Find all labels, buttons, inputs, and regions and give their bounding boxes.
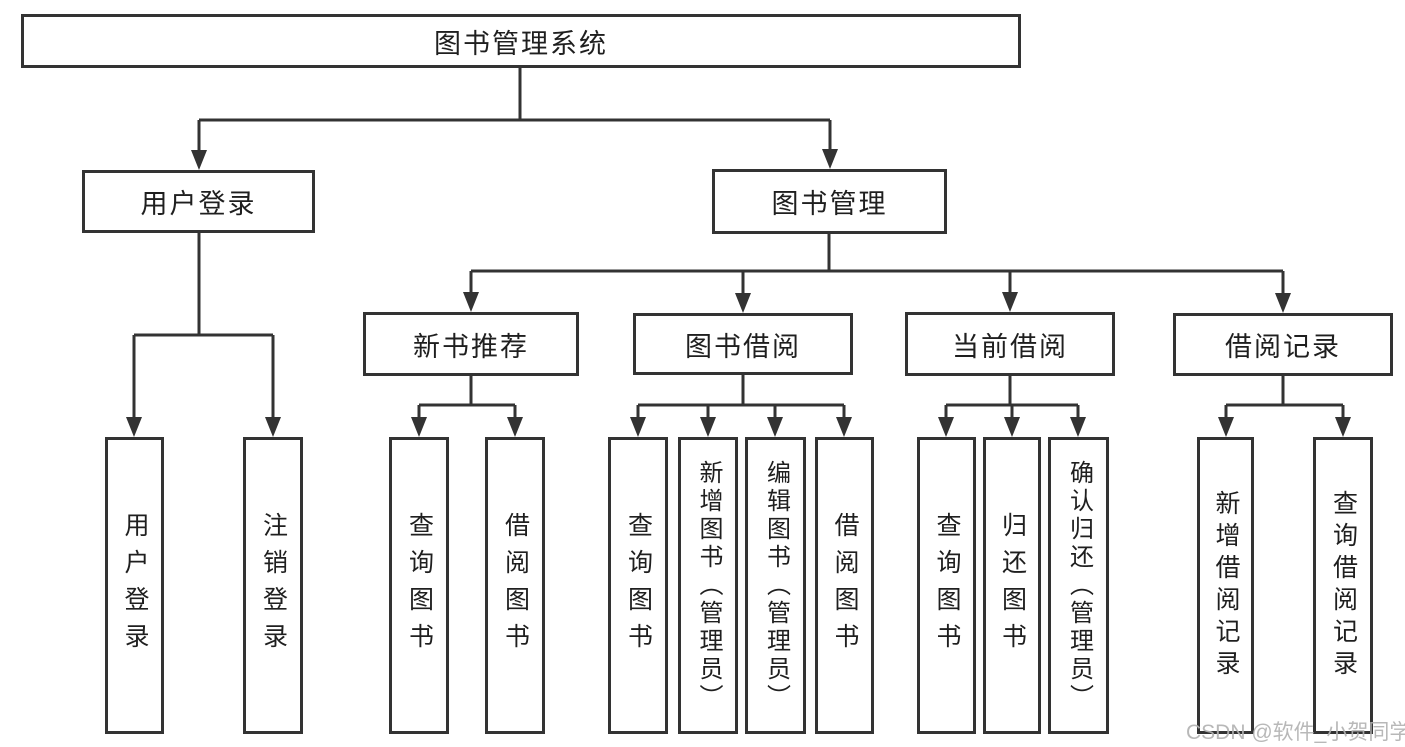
node-label: 用户登录 — [140, 189, 257, 219]
down-arrowhead-icon — [265, 417, 281, 437]
down-arrowhead-icon — [822, 149, 838, 169]
leaf-label: 注销登录 — [259, 511, 288, 660]
leaf-label: 查询借阅记录 — [1329, 489, 1358, 682]
node-current-borrowing: 当前借阅 — [905, 312, 1115, 376]
node-label: 图书管理系统 — [434, 28, 608, 59]
leaf-label: 编辑图书（管理员） — [762, 459, 790, 712]
leaf-label: 查询图书 — [405, 511, 434, 660]
node-label: 新书推荐 — [413, 331, 529, 362]
leaf-borrow-books: 借阅图书 — [815, 437, 874, 734]
down-arrowhead-icon — [1070, 417, 1086, 437]
leaf-return-books: 归还图书 — [983, 437, 1041, 734]
down-arrowhead-icon — [700, 417, 716, 437]
leaf-label: 确认归还（管理员） — [1065, 459, 1093, 712]
leaf-add-books-admin: 新增图书（管理员） — [678, 437, 738, 734]
down-arrowhead-icon — [191, 150, 207, 170]
leaf-label: 用户登录 — [121, 511, 149, 660]
down-arrowhead-icon — [630, 417, 646, 437]
leaf-query-books-borrowing: 查询图书 — [608, 437, 668, 734]
down-arrowhead-icon — [767, 417, 783, 437]
node-book-borrowing: 图书借阅 — [633, 313, 853, 375]
down-arrowhead-icon — [411, 417, 427, 437]
leaf-label: 查询图书 — [624, 511, 653, 660]
down-arrowhead-icon — [126, 417, 142, 437]
node-library-system: 图书管理系统 — [21, 14, 1021, 68]
node-label: 借阅记录 — [1225, 332, 1341, 362]
leaf-label: 查询图书 — [933, 511, 961, 660]
leaf-query-borrow-record: 查询借阅记录 — [1313, 437, 1373, 734]
leaf-add-borrow-record: 新增借阅记录 — [1197, 437, 1254, 734]
leaf-label: 归还图书 — [998, 511, 1027, 660]
down-arrowhead-icon — [463, 292, 479, 312]
down-arrowhead-icon — [1335, 417, 1351, 437]
node-borrowing-records: 借阅记录 — [1173, 313, 1393, 376]
down-arrowhead-icon — [836, 417, 852, 437]
down-arrowhead-icon — [1275, 293, 1291, 313]
node-book-management: 图书管理 — [712, 169, 947, 234]
leaf-logout: 注销登录 — [243, 437, 303, 734]
down-arrowhead-icon — [735, 293, 751, 313]
csdn-watermark: CSDN @软件_小贺同学 — [1186, 721, 1405, 744]
leaf-edit-books-admin: 编辑图书（管理员） — [745, 437, 806, 734]
leaf-label: 新增图书（管理员） — [695, 459, 722, 712]
leaf-user-login: 用户登录 — [105, 437, 164, 734]
down-arrowhead-icon — [1004, 417, 1020, 437]
node-user-login: 用户登录 — [82, 170, 315, 233]
node-label: 图书管理 — [771, 189, 888, 219]
down-arrowhead-icon — [507, 417, 523, 437]
leaf-borrow-books-recommend: 借阅图书 — [485, 437, 545, 734]
leaf-label: 借阅图书 — [501, 511, 530, 660]
down-arrowhead-icon — [938, 417, 954, 437]
down-arrowhead-icon — [1218, 417, 1234, 437]
leaf-query-books-recommend: 查询图书 — [389, 437, 449, 734]
leaf-label: 借阅图书 — [831, 511, 859, 660]
leaf-label: 新增借阅记录 — [1212, 489, 1240, 682]
node-new-book-recommendation: 新书推荐 — [363, 312, 579, 376]
leaf-confirm-return-admin: 确认归还（管理员） — [1048, 437, 1109, 734]
leaf-query-books-current: 查询图书 — [917, 437, 976, 734]
down-arrowhead-icon — [1002, 292, 1018, 312]
node-label: 图书借阅 — [685, 331, 801, 362]
node-label: 当前借阅 — [952, 331, 1068, 362]
